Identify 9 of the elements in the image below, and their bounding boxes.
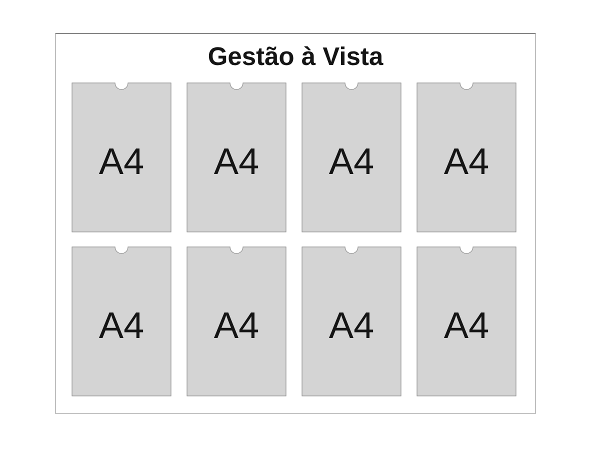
pocket: A4 (416, 246, 516, 396)
heading: Gestão à Vista (208, 46, 384, 66)
pocket: A4 (302, 246, 402, 396)
pocket: A4 (302, 82, 402, 232)
pocket: A4 (72, 82, 172, 232)
pocket: A4 (72, 246, 172, 396)
pocket: A4 (186, 246, 286, 396)
pocket: A4 (416, 82, 516, 232)
pocket: A4 (186, 82, 286, 232)
